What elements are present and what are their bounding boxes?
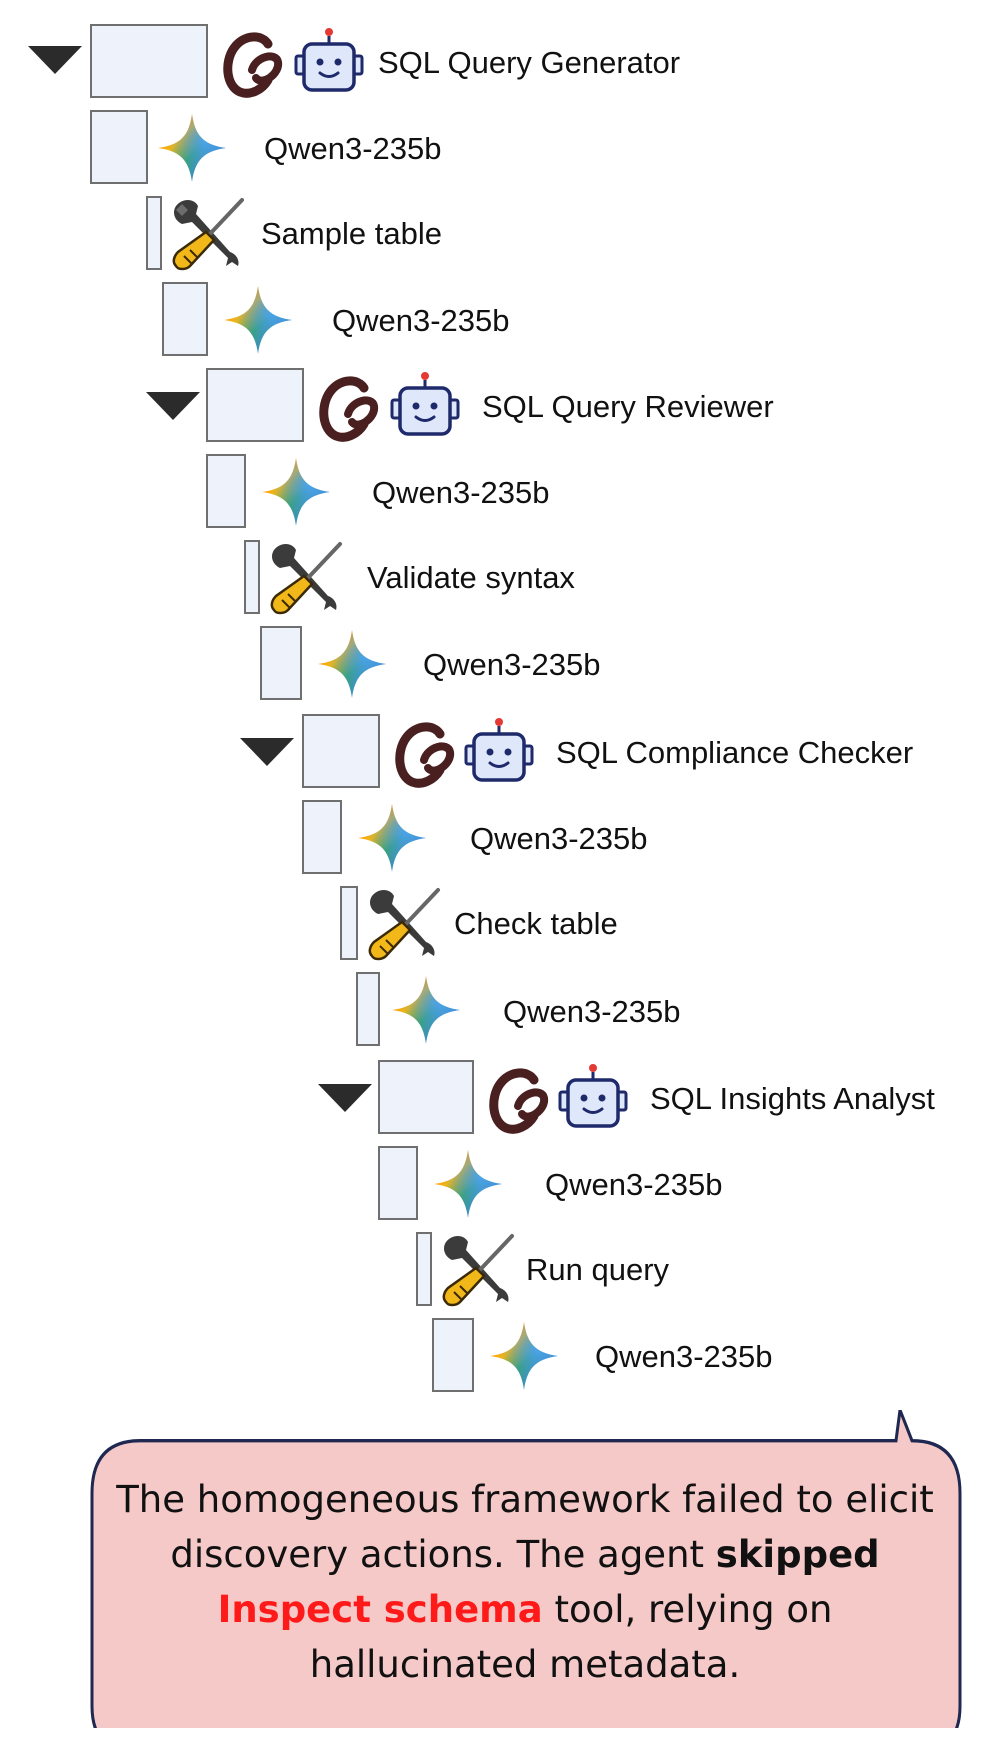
tree-node-box[interactable] xyxy=(302,800,342,874)
tree-node-box[interactable] xyxy=(206,454,246,528)
agent-label: SQL Insights Analyst xyxy=(650,1081,935,1116)
callout-red-inspect-schema: Inspect schema xyxy=(217,1588,543,1631)
callout-text-part1: The homogeneous framework failed to elic… xyxy=(116,1478,934,1576)
tree-node-box[interactable] xyxy=(378,1060,474,1134)
robot-icon xyxy=(558,1064,628,1128)
claude-logo-icon xyxy=(395,722,455,788)
gemini-sparkle-icon xyxy=(392,976,460,1044)
model-label: Qwen3-235b xyxy=(595,1339,773,1374)
robot-icon xyxy=(390,372,460,436)
collapse-caret-icon[interactable] xyxy=(146,392,200,420)
model-label: Qwen3-235b xyxy=(470,821,648,856)
model-label: Qwen3-235b xyxy=(545,1167,723,1202)
callout-bubble xyxy=(90,1410,962,1728)
model-label: Qwen3-235b xyxy=(332,303,510,338)
tree-node-box[interactable] xyxy=(302,714,380,788)
agent-label: SQL Compliance Checker xyxy=(556,735,914,770)
robot-icon xyxy=(294,28,364,92)
callout-text: The homogeneous framework failed to elic… xyxy=(100,1472,950,1692)
collapse-caret-icon[interactable] xyxy=(318,1084,372,1112)
model-label: Qwen3-235b xyxy=(423,647,601,682)
tool-label: Run query xyxy=(526,1252,670,1287)
tools-icon xyxy=(172,198,244,271)
tree-node-box[interactable] xyxy=(416,1232,432,1306)
tools-icon xyxy=(368,888,440,961)
claude-logo-icon xyxy=(489,1068,549,1134)
tree-node-box[interactable] xyxy=(206,368,304,442)
callout-bold-skipped: skipped xyxy=(715,1533,880,1576)
gemini-sparkle-icon xyxy=(158,114,226,182)
gemini-sparkle-icon xyxy=(262,458,330,526)
gemini-sparkle-icon xyxy=(358,804,426,872)
gemini-sparkle-icon xyxy=(224,286,292,354)
gemini-sparkle-icon xyxy=(490,1322,558,1390)
model-label: Qwen3-235b xyxy=(503,994,681,1029)
tree-node-box[interactable] xyxy=(162,282,208,356)
tree-node-box[interactable] xyxy=(146,196,162,270)
collapse-caret-icon[interactable] xyxy=(240,738,294,766)
tree-node-box[interactable] xyxy=(356,972,380,1046)
tree-node-box[interactable] xyxy=(244,540,260,614)
agent-label: SQL Query Generator xyxy=(378,45,681,80)
tool-label: Validate syntax xyxy=(367,560,575,595)
robot-icon xyxy=(464,718,534,782)
tools-icon xyxy=(270,542,342,615)
tools-icon xyxy=(442,1234,514,1307)
collapse-caret-icon[interactable] xyxy=(28,46,82,74)
agent-label: SQL Query Reviewer xyxy=(482,389,774,424)
tree-node-box[interactable] xyxy=(432,1318,474,1392)
tree-node-box[interactable] xyxy=(90,24,208,98)
model-label: Qwen3-235b xyxy=(372,475,550,510)
gemini-sparkle-icon xyxy=(434,1150,502,1218)
callout-text-part2: tool, relying on hallucinated metadata. xyxy=(309,1588,833,1686)
tree-node-box[interactable] xyxy=(340,886,358,960)
tree-node-box[interactable] xyxy=(378,1146,418,1220)
claude-logo-icon xyxy=(319,376,379,442)
tool-label: Check table xyxy=(454,906,618,941)
tool-label: Sample table xyxy=(261,216,442,251)
gemini-sparkle-icon xyxy=(318,630,386,698)
tree-node-box[interactable] xyxy=(260,626,302,700)
tree-node-box[interactable] xyxy=(90,110,148,184)
model-label: Qwen3-235b xyxy=(264,131,442,166)
claude-logo-icon xyxy=(223,32,283,98)
